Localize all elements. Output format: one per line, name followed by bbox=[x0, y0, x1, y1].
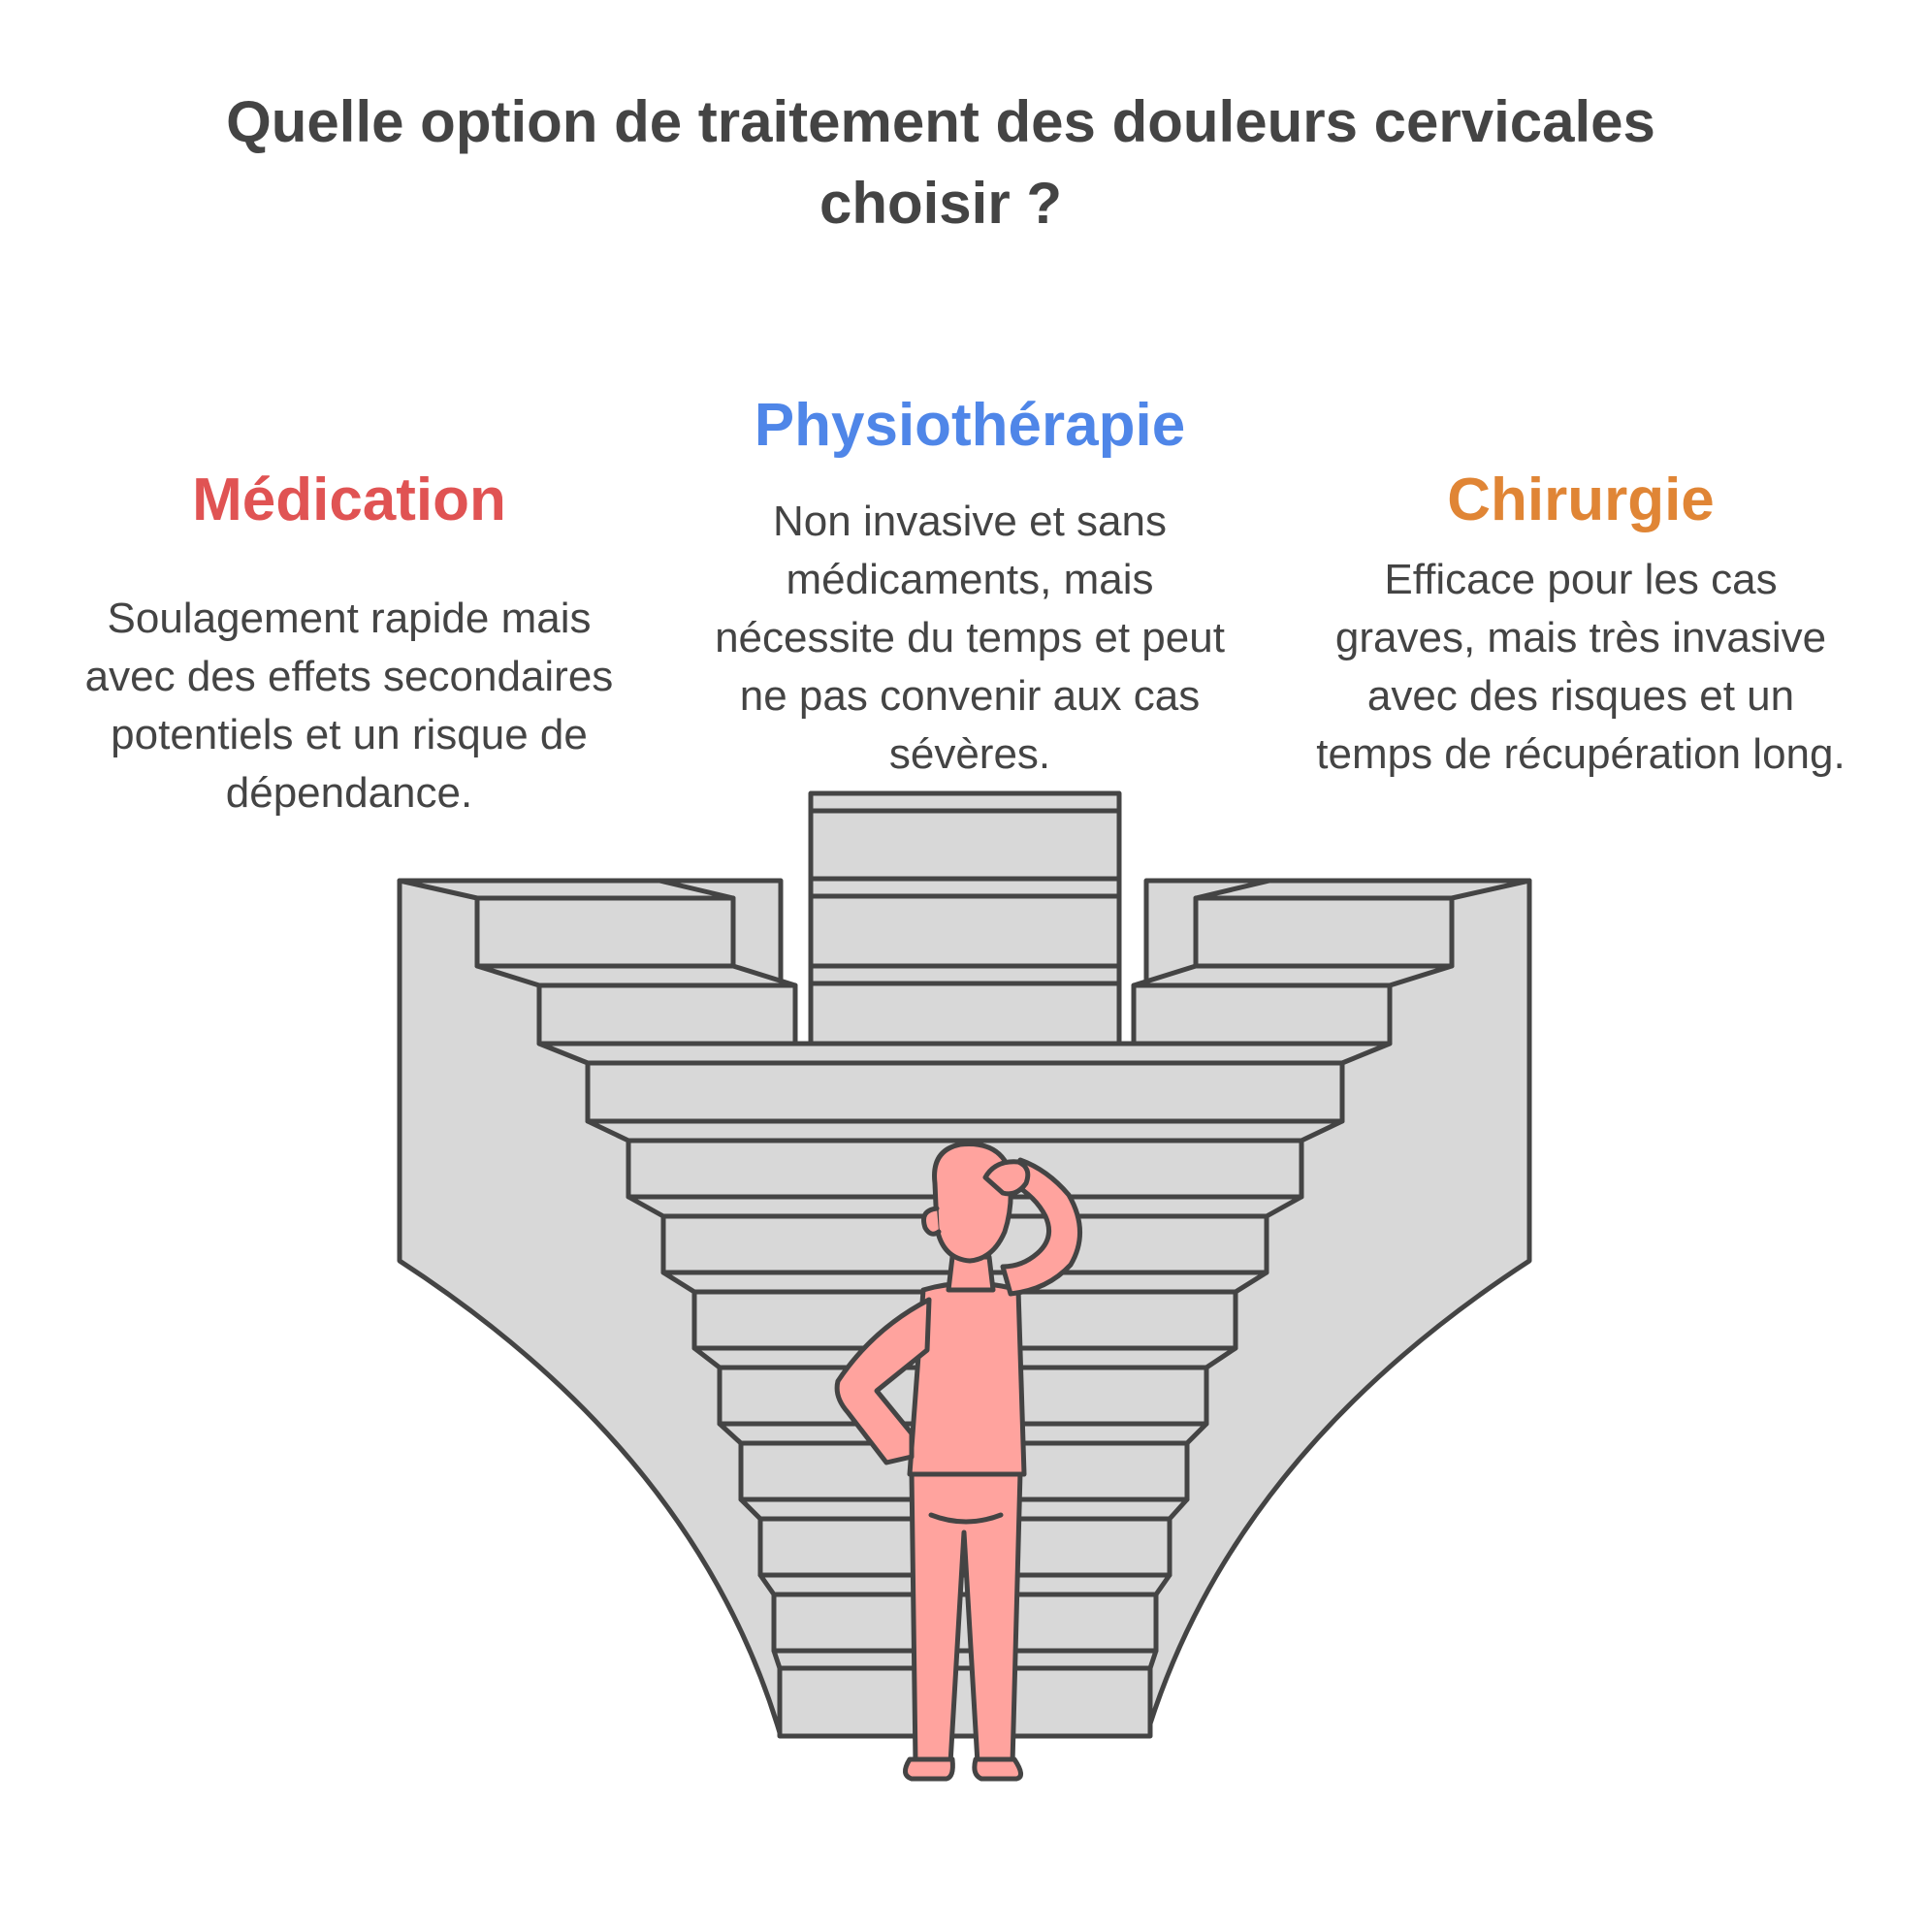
step-8 bbox=[771, 1592, 1159, 1654]
right-step-2 bbox=[1131, 982, 1393, 1046]
option-title-medication: Médication bbox=[192, 467, 506, 533]
step-2-top bbox=[585, 1118, 1345, 1143]
person-right-arm bbox=[1000, 1157, 1082, 1297]
step-1-top bbox=[536, 1041, 1393, 1066]
option-title-chirurgie: Chirurgie bbox=[1447, 467, 1715, 533]
person-left-shoe bbox=[903, 1756, 955, 1782]
person-left-arm bbox=[834, 1297, 932, 1465]
person-belt-curve bbox=[928, 1512, 1004, 1525]
left-step-2 bbox=[536, 982, 798, 1046]
three-way-staircase-icon bbox=[397, 790, 1532, 1739]
option-description-physiotherapie: Non invasive et sans médicaments, mais n… bbox=[715, 498, 1225, 778]
option-description-medication: Soulagement rapide mais avec des effets … bbox=[84, 595, 614, 817]
left-step-2-top bbox=[474, 963, 798, 988]
page-title: Quelle option de traitement des douleurs… bbox=[226, 89, 1655, 236]
person-ear bbox=[921, 1206, 942, 1237]
step-9 bbox=[777, 1665, 1153, 1739]
step-1 bbox=[585, 1060, 1345, 1124]
right-step-2-top bbox=[1131, 963, 1455, 988]
center-column bbox=[808, 790, 1122, 1046]
left-step-1 bbox=[474, 895, 736, 969]
option-title-physiotherapie: Physiothérapie bbox=[754, 392, 1186, 459]
person-hand bbox=[982, 1159, 1031, 1197]
thinking-person-icon bbox=[834, 1142, 1082, 1782]
person-head bbox=[932, 1142, 1013, 1264]
step-9-top bbox=[771, 1648, 1159, 1671]
option-description-chirurgie: Efficace pour les cas graves, mais très … bbox=[1316, 556, 1846, 778]
person-right-shoe bbox=[972, 1756, 1023, 1782]
right-step-1 bbox=[1193, 895, 1455, 969]
